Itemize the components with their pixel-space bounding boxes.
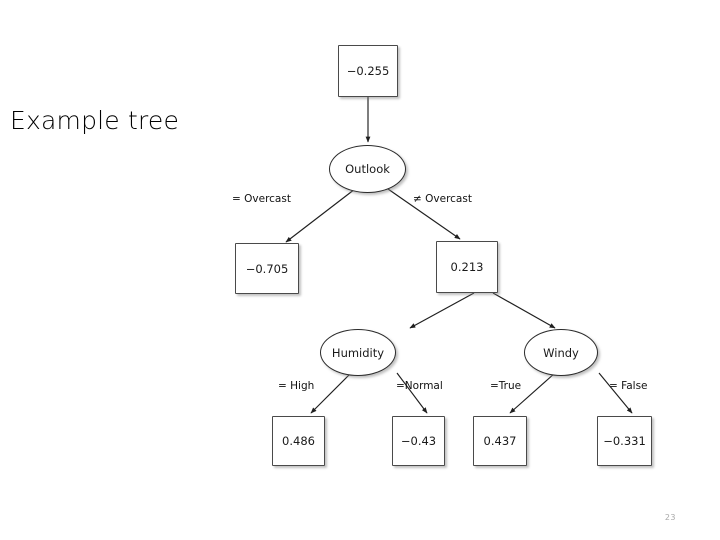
edge-label-high: = High xyxy=(278,380,315,392)
tree-node-split-213-label: 0.213 xyxy=(450,260,484,274)
tree-node-leaf-true-label: 0.437 xyxy=(483,434,517,448)
page-title: Example tree xyxy=(10,106,180,135)
tree-node-outlook[interactable]: Outlook xyxy=(329,145,406,193)
edge-label-overcast-equals: = Overcast xyxy=(232,193,291,205)
tree-node-leaf-high[interactable]: 0.486 xyxy=(272,416,325,466)
tree-node-leaf-true[interactable]: 0.437 xyxy=(473,416,527,466)
edge-split213-windy xyxy=(492,292,556,329)
tree-node-leaf-normal[interactable]: −0.43 xyxy=(392,416,445,466)
edge-label-normal: =Normal xyxy=(396,380,443,392)
edge-humidity-leaf-normal xyxy=(396,372,428,414)
edge-outlook-leaf-overcast xyxy=(285,188,356,243)
tree-node-leaf-false[interactable]: −0.331 xyxy=(597,416,652,466)
tree-node-root-label: −0.255 xyxy=(346,64,390,78)
tree-node-leaf-normal-label: −0.43 xyxy=(400,434,437,448)
tree-node-split-213[interactable]: 0.213 xyxy=(436,241,498,293)
tree-node-humidity-label: Humidity xyxy=(331,345,385,360)
tree-node-windy[interactable]: Windy xyxy=(524,329,598,376)
tree-node-outlook-label: Outlook xyxy=(345,162,390,176)
tree-node-humidity[interactable]: Humidity xyxy=(320,329,396,376)
decision-tree-figure: −0.255 Outlook −0.705 0.213 Humidity Win… xyxy=(215,28,690,488)
edge-label-false: = False xyxy=(609,380,648,392)
tree-node-leaf-false-label: −0.331 xyxy=(603,434,646,448)
tree-node-leaf-overcast-label: −0.705 xyxy=(245,261,289,276)
slide-number: 23 xyxy=(664,513,676,522)
tree-node-leaf-overcast[interactable]: −0.705 xyxy=(235,243,299,294)
tree-node-windy-label: Windy xyxy=(543,345,579,360)
edge-split213-humidity xyxy=(409,292,475,329)
edge-windy-leaf-false xyxy=(598,372,633,414)
tree-node-root[interactable]: −0.255 xyxy=(338,45,398,97)
edge-windy-leaf-true xyxy=(509,372,556,414)
edge-outlook-split213 xyxy=(387,188,461,240)
tree-node-leaf-high-label: 0.486 xyxy=(282,434,315,448)
edge-label-true: =True xyxy=(490,380,522,392)
edge-label-overcast-not-equals: ≠ Overcast xyxy=(413,193,472,205)
tree-edges-layer xyxy=(285,97,633,414)
edge-humidity-leaf-high xyxy=(310,372,352,414)
